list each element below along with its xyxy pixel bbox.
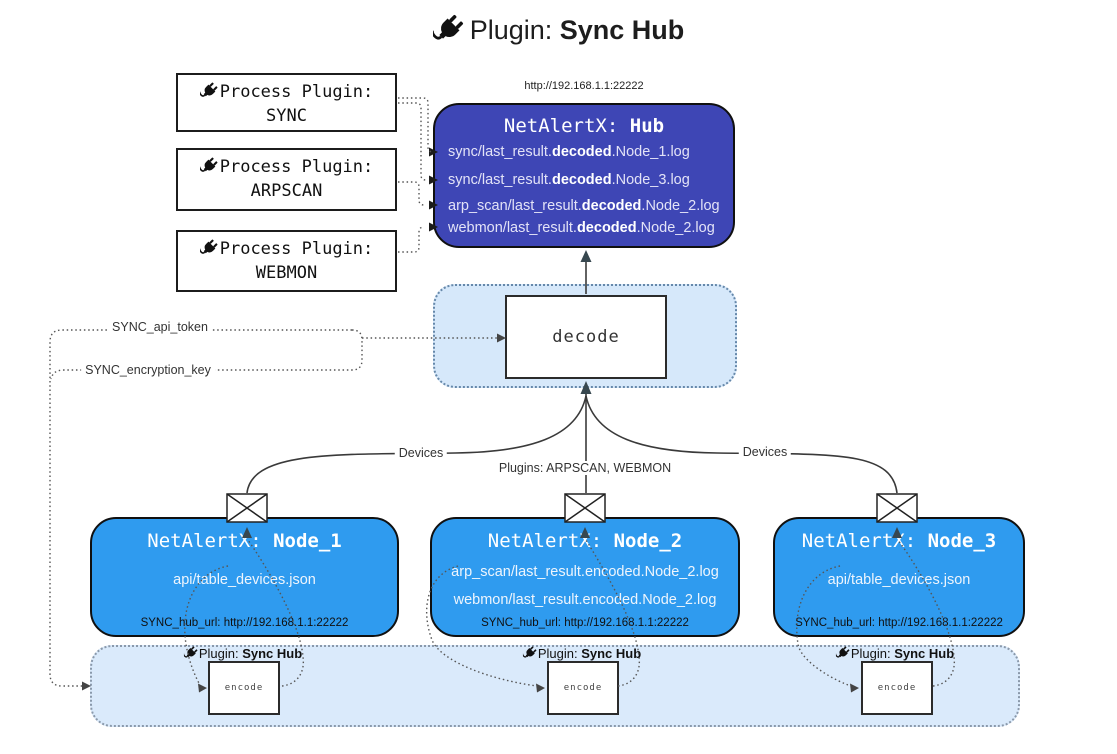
node-hub-url: SYNC_hub_url: http://192.168.1.1:22222 xyxy=(795,617,1003,629)
plug-icon xyxy=(836,646,850,660)
band-plugin-name: Sync Hub xyxy=(894,646,955,661)
plug-icon xyxy=(523,646,537,660)
hub-file-bold: decoded xyxy=(551,172,612,188)
node-3-box: NetAlertX: Node_3 api/table_devices.json… xyxy=(773,517,1025,637)
plug-icon xyxy=(200,157,218,175)
hub-file-prefix: sync/last_result. xyxy=(448,172,552,188)
hub-url-label: http://192.168.1.1:22222 xyxy=(524,80,644,92)
node-file-line: api/table_devices.json xyxy=(173,572,316,588)
band-plugin-label: Plugin: Sync Hub xyxy=(523,646,641,661)
hub-file-bold: decoded xyxy=(551,144,612,160)
band-plugin-name: Sync Hub xyxy=(581,646,642,661)
devices-left-label: Devices xyxy=(394,446,448,460)
process-plugin-label: Process Plugin: xyxy=(219,82,374,102)
hub-file-suffix: .Node_2.log xyxy=(636,220,715,236)
node-title-name: Node_2 xyxy=(613,530,683,552)
process-plugin-name: WEBMON xyxy=(255,263,318,283)
node-hub-url: SYNC_hub_url: http://192.168.1.1:22222 xyxy=(481,617,689,629)
hub-file-bold: decoded xyxy=(581,198,642,214)
hub-file-suffix: .Node_3.log xyxy=(611,172,690,188)
page-title: Plugin: Sync Hub xyxy=(0,14,1117,46)
node-file-line: webmon/last_result.encoded.Node_2.log xyxy=(453,592,717,608)
page-title-name: Sync Hub xyxy=(559,15,685,45)
decode-box: decode xyxy=(505,295,667,379)
node-1-box: NetAlertX: Node_1 api/table_devices.json… xyxy=(90,517,399,637)
process-plugin-webmon: Process Plugin: WEBMON xyxy=(176,230,397,292)
process-plugin-name: ARPSCAN xyxy=(250,181,323,201)
node-title-name: Node_3 xyxy=(927,530,997,552)
sync-encryption-key-label: SYNC_encryption_key xyxy=(81,363,215,377)
node-title-prefix: NetAlertX: xyxy=(801,530,928,552)
node-file-line: arp_scan/last_result.encoded.Node_2.log xyxy=(451,564,719,580)
plug-icon xyxy=(433,14,464,45)
process-plugin-name: SYNC xyxy=(266,106,307,126)
devices-right-label: Devices xyxy=(738,445,792,459)
edge-webmon-to-hub xyxy=(398,226,425,253)
node-title: NetAlertX: Node_1 xyxy=(92,530,397,552)
plug-icon xyxy=(200,239,218,257)
plug-icon xyxy=(200,82,218,100)
node-file-line: api/table_devices.json xyxy=(827,572,971,588)
process-plugin-sync: Process Plugin: SYNC xyxy=(176,73,397,132)
band-plugin-prefix: Plugin: xyxy=(850,646,895,661)
node-title-name: Node_1 xyxy=(273,530,342,552)
edge-node1-to-decode xyxy=(246,395,587,494)
hub-file-bold: decoded xyxy=(576,220,637,236)
hub-box: NetAlertX: Hub sync/last_result.decoded.… xyxy=(433,103,735,248)
hub-file-line: sync/last_result.decoded.Node_1.log xyxy=(448,144,733,160)
node-2-box: NetAlertX: Node_2 arp_scan/last_result.e… xyxy=(430,517,740,637)
edge-sync-to-hub-b xyxy=(398,102,427,181)
node-title-prefix: NetAlertX: xyxy=(147,530,274,552)
process-plugin-label: Process Plugin: xyxy=(219,239,374,259)
hub-title-name: Hub xyxy=(629,115,665,137)
sync-api-token-label: SYNC_api_token xyxy=(108,320,212,334)
encode-box: encode xyxy=(547,661,619,715)
page-title-prefix: Plugin: xyxy=(469,15,553,45)
arrowhead-into-hub xyxy=(580,250,592,262)
hub-file-prefix: arp_scan/last_result. xyxy=(448,198,582,214)
node-title-prefix: NetAlertX: xyxy=(487,530,614,552)
process-plugin-label: Process Plugin: xyxy=(219,157,374,177)
hub-file-prefix: webmon/last_result. xyxy=(448,220,577,236)
band-plugin-prefix: Plugin: xyxy=(198,646,243,661)
band-plugin-label: Plugin: Sync Hub xyxy=(184,646,302,661)
encode-box: encode xyxy=(208,661,280,715)
hub-file-suffix: .Node_2.log xyxy=(641,198,720,214)
hub-file-line: arp_scan/last_result.decoded.Node_2.log xyxy=(448,198,733,214)
band-plugin-prefix: Plugin: xyxy=(537,646,582,661)
edge-sync-to-hub-a xyxy=(398,97,434,153)
plugins-center-label: Plugins: ARPSCAN, WEBMON xyxy=(494,461,676,475)
hub-file-suffix: .Node_1.log xyxy=(611,144,690,160)
hub-title-prefix: NetAlertX: xyxy=(503,115,630,137)
band-plugin-name: Sync Hub xyxy=(242,646,303,661)
hub-file-line: sync/last_result.decoded.Node_3.log xyxy=(448,172,733,188)
hub-title: NetAlertX: Hub xyxy=(435,115,733,137)
plug-icon xyxy=(184,646,198,660)
encode-box: encode xyxy=(861,661,933,715)
band-plugin-label: Plugin: Sync Hub xyxy=(836,646,954,661)
hub-file-line: webmon/last_result.decoded.Node_2.log xyxy=(448,220,733,236)
node-title: NetAlertX: Node_3 xyxy=(775,530,1023,552)
process-plugin-arpscan: Process Plugin: ARPSCAN xyxy=(176,148,397,211)
edge-arpscan-to-hub xyxy=(398,181,425,206)
node-hub-url: SYNC_hub_url: http://192.168.1.1:22222 xyxy=(140,617,349,629)
hub-file-prefix: sync/last_result. xyxy=(448,144,552,160)
node-title: NetAlertX: Node_2 xyxy=(432,530,738,552)
